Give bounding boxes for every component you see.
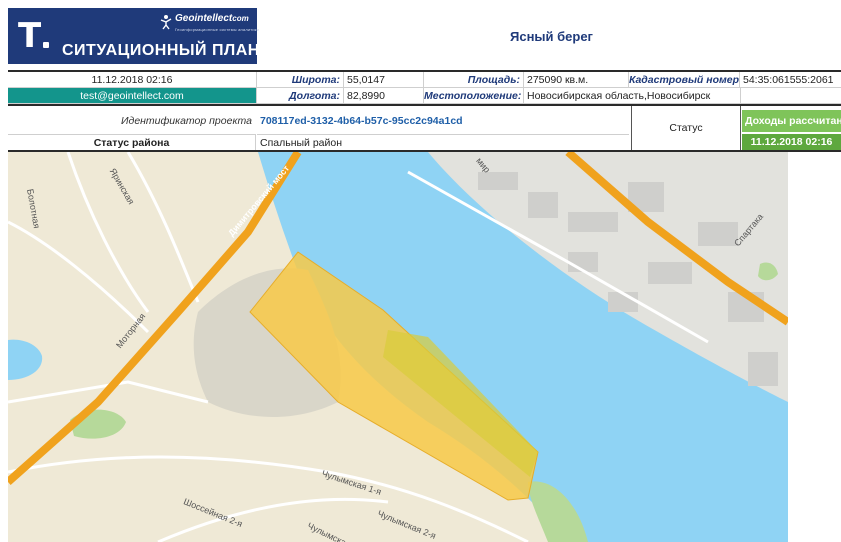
status-badge: Доходы рассчитаны [742, 110, 841, 132]
brand-name: Geointellect [175, 13, 233, 24]
latitude-label: Широта: [257, 72, 344, 88]
road-spartaka [565, 152, 788, 326]
logo-t-mark: T [18, 16, 50, 56]
brand-suffix: com [232, 14, 249, 23]
map-canvas [8, 152, 788, 542]
cadastral-value: 54:35:061555:2061 [740, 72, 841, 88]
project-title: Ясный берег [510, 28, 593, 44]
project-id-value[interactable]: 708117ed-3132-4b64-b57c-95cc2c94a1cd [260, 115, 463, 127]
district-status-value: Спальный район [257, 134, 629, 150]
report-date: 11.12.2018 02:16 [8, 72, 257, 88]
latitude-value: 55,0147 [344, 72, 424, 88]
brand-wrap: Geointellect com [160, 14, 249, 32]
area-label: Площадь: [424, 72, 524, 88]
status-date: 11.12.2018 02:16 [742, 134, 841, 150]
district-status-label: Статус района [8, 134, 256, 150]
road-dimitrova [8, 152, 302, 485]
location-label: Местоположение: [424, 88, 524, 104]
river-area [258, 152, 788, 542]
status-label: Статус [631, 106, 741, 150]
situation-map[interactable]: Болотная Яринская Моторная Димитровский … [8, 152, 788, 542]
person-icon [160, 15, 172, 30]
project-block: Идентификатор проекта 708117ed-3132-4b64… [8, 104, 841, 152]
project-id-label: Идентификатор проекта [121, 115, 252, 127]
plan-title: СИТУАЦИОННЫЙ ПЛАН [62, 42, 260, 59]
cadastral-label: Кадастровый номер: [629, 72, 740, 88]
brand-tagline: Геоинформационные системы аналитики [175, 27, 260, 32]
logo: T Geointellect com Геоинформационные сис… [8, 8, 260, 64]
location-value: Новосибирская область,Новосибирск [524, 88, 741, 104]
parcel-secondary [383, 330, 538, 477]
area-value: 275090 кв.м. [524, 72, 629, 88]
email-link[interactable]: test@geointellect.com [8, 88, 257, 104]
right-gutter [788, 152, 841, 542]
longitude-label: Долгота: [257, 88, 344, 104]
info-grid: 11.12.2018 02:16 test@geointellect.com Ш… [8, 70, 841, 104]
empty-cell [741, 88, 841, 104]
longitude-value: 82,8990 [344, 88, 424, 104]
